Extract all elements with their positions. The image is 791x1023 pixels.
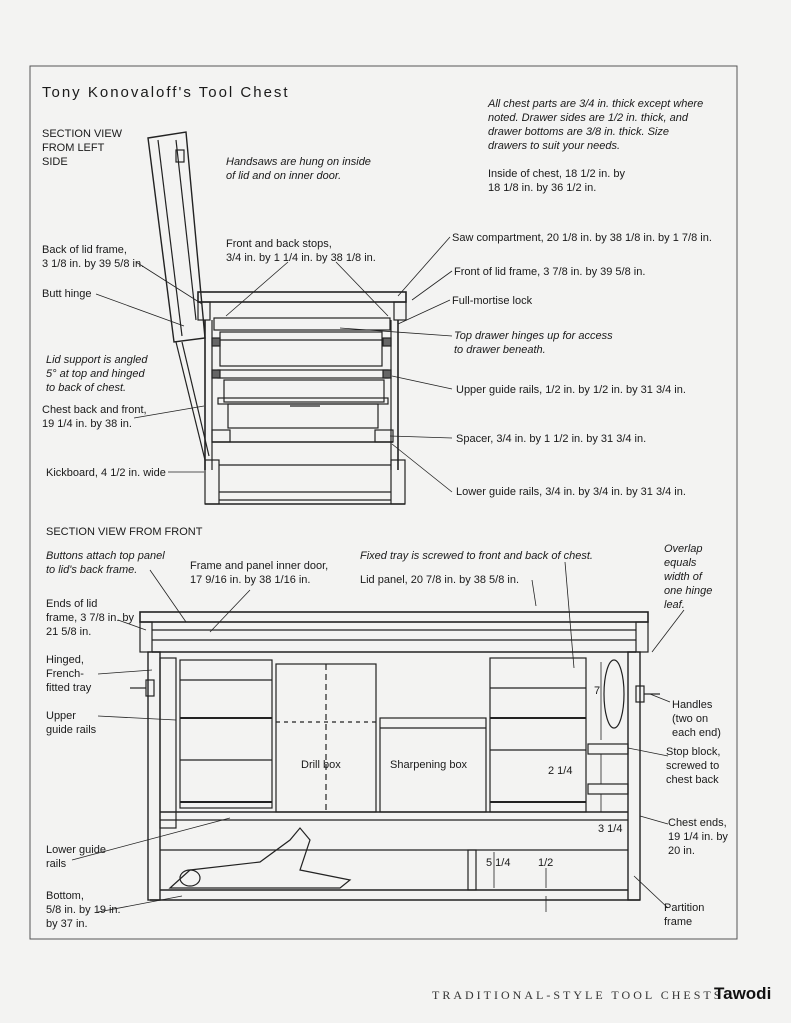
front-leaders (71, 561, 685, 913)
overlap-note: Overlap (664, 543, 703, 555)
handles-label: each end) (672, 727, 721, 739)
top-drawer-note: to drawer beneath. (454, 344, 546, 356)
buttons-note: to lid's back frame. (46, 564, 138, 576)
lid-support-note: Lid support is angled (46, 354, 148, 366)
left-section-view (147, 131, 407, 505)
kickboard-label: Kickboard, 4 1/2 in. wide (46, 467, 166, 479)
buttons-note: Buttons attach top panel (46, 550, 165, 562)
front-lid-label: Front of lid frame, 3 7/8 in. by 39 5/8 … (454, 266, 646, 278)
chest-ends-label: 20 in. (668, 845, 695, 857)
stop-block-label: Stop block, (666, 746, 721, 758)
back-lid-label: Back of lid frame, (42, 244, 127, 256)
handsaws-note: Handsaws are hung on inside (226, 156, 371, 168)
lid-ends-label: Ends of lid (46, 598, 98, 610)
brand-watermark: Tawodi (714, 984, 772, 1003)
thickness-note: All chest parts are 3/4 in. thick except… (488, 98, 704, 110)
top-drawer-note: Top drawer hinges up for access (454, 330, 613, 342)
back-lid-label: 3 1/8 in. by 39 5/8 in. (42, 258, 145, 270)
chest-ends-label: Chest ends, (668, 817, 727, 829)
overlap-note: leaf. (664, 599, 685, 611)
left-view-heading: SECTION VIEW (42, 128, 123, 140)
upper-rails-label: Upper guide rails, 1/2 in. by 1/2 in. by… (456, 384, 686, 396)
overlap-note: width of (664, 571, 702, 583)
inside-dimension: Inside of chest, 18 1/2 in. by (488, 168, 625, 180)
drill-box-label: Drill box (301, 759, 341, 771)
thickness-note: noted. Drawer sides are 1/2 in. thick, a… (488, 112, 688, 124)
tray-label: fitted tray (46, 682, 92, 694)
front-dimensions (493, 662, 602, 912)
lower-rails-front-label: Lower guide (46, 844, 106, 856)
chest-back-label: 19 1/4 in. by 38 in. (42, 418, 132, 430)
handles-label: Handles (672, 699, 713, 711)
tray-label: French- (46, 668, 84, 680)
left-leaders (95, 236, 453, 493)
sharpening-box-label: Sharpening box (390, 759, 468, 771)
lid-support-note: 5° at top and hinged (46, 368, 145, 380)
bottom-label: 5/8 in. by 19 in. (46, 904, 121, 916)
handles-label: (two on (672, 713, 709, 725)
inside-dimension: 18 1/8 in. by 36 1/2 in. (488, 182, 597, 194)
lock-label: Full-mortise lock (452, 295, 533, 307)
saw-compartment-label: Saw compartment, 20 1/8 in. by 38 1/8 in… (452, 232, 712, 244)
inner-door-label: Frame and panel inner door, (190, 560, 329, 572)
dimension-label: 5 1/4 (486, 857, 511, 869)
stop-block-label: chest back (666, 774, 719, 786)
chest-back-label: Chest back and front, (42, 404, 147, 416)
overlap-note: equals (664, 557, 697, 569)
partition-label: frame (664, 916, 693, 928)
figure-frame (29, 65, 738, 940)
bottom-label: Bottom, (46, 890, 84, 902)
left-view-heading: SIDE (42, 156, 68, 168)
stops-label: 3/4 in. by 1 1/4 in. by 38 1/8 in. (226, 252, 376, 264)
butt-hinge-label: Butt hinge (42, 288, 92, 300)
front-view-heading: SECTION VIEW FROM FRONT (46, 526, 203, 538)
lower-rails-label: Lower guide rails, 3/4 in. by 3/4 in. by… (456, 486, 686, 498)
dimension-label: 3 1/4 (598, 823, 623, 835)
lid-support-note: to back of chest. (46, 382, 127, 394)
chest-ends-label: 19 1/4 in. by (668, 831, 728, 843)
overlap-note: one hinge (664, 585, 713, 597)
front-section-view (130, 611, 660, 901)
figure-title: Tony Konovaloff's Tool Chest (42, 84, 290, 101)
dimension-label: 2 1/4 (548, 765, 573, 777)
stop-block-label: screwed to (666, 760, 720, 772)
dimension-label: 7 (594, 685, 601, 697)
left-view-heading: FROM LEFT (42, 142, 105, 154)
upper-rails-front-label: Upper (46, 710, 76, 722)
running-footer: TRADITIONAL-STYLE TOOL CHESTS (432, 988, 724, 1002)
spacer-label: Spacer, 3/4 in. by 1 1/2 in. by 31 3/4 i… (456, 433, 647, 445)
thickness-note: drawers to suit your needs. (488, 140, 621, 152)
lid-ends-label: 21 5/8 in. (46, 626, 92, 638)
partition-label: Partition (664, 902, 705, 914)
tray-label: Hinged, (46, 654, 84, 666)
dimension-label: 1/2 (538, 857, 554, 869)
bottom-label: by 37 in. (46, 918, 88, 930)
fixed-tray-note: Fixed tray is screwed to front and back … (360, 550, 593, 562)
upper-rails-front-label: guide rails (46, 724, 97, 736)
handsaws-note: of lid and on inner door. (226, 170, 342, 182)
stops-label: Front and back stops, (226, 238, 332, 250)
lower-rails-front-label: rails (46, 858, 67, 870)
inner-door-label: 17 9/16 in. by 38 1/16 in. (190, 574, 311, 586)
lid-panel-label: Lid panel, 20 7/8 in. by 38 5/8 in. (360, 574, 520, 586)
thickness-note: drawer bottoms are 3/8 in. thick. Size (488, 126, 669, 138)
lid-ends-label: frame, 3 7/8 in. by (46, 612, 135, 624)
